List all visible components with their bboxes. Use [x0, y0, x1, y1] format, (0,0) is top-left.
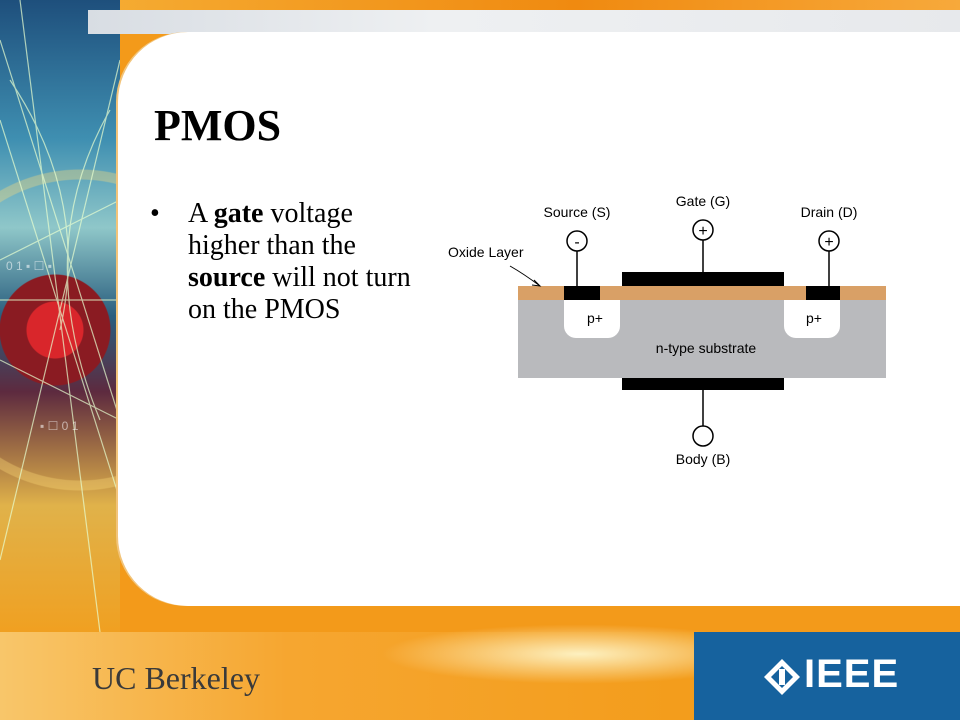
source-p-plus-top — [564, 300, 620, 314]
substrate-label: n-type substrate — [656, 340, 757, 356]
bullet-text-part: A — [188, 198, 214, 229]
svg-text:0 1 ▪ ☐ ▪: 0 1 ▪ ☐ ▪ — [6, 259, 52, 273]
top-band — [88, 10, 960, 34]
bullet-text-part: voltage higher than the — [188, 198, 356, 261]
bullet-text-bold-source: source — [188, 262, 266, 293]
institution-name: UC Berkeley — [92, 660, 260, 696]
body-electrode — [622, 378, 784, 390]
ieee-logo-panel — [694, 632, 960, 720]
bullet-text-part: will not turn on the PMOS — [188, 262, 411, 325]
source-terminal-icon — [566, 230, 588, 252]
drain-region-label: p+ — [806, 310, 822, 326]
source-sign: - — [574, 234, 579, 251]
source-label: Source (S) — [544, 204, 611, 220]
oxide-layer — [518, 286, 886, 300]
gate-electrode — [622, 272, 784, 286]
body-label: Body (B) — [676, 451, 730, 467]
svg-text:▪ ☐ 0 1: ▪ ☐ 0 1 — [40, 419, 79, 433]
body-terminal-icon — [692, 425, 714, 447]
slide-title: PMOS — [154, 101, 282, 150]
gate-sign: + — [698, 223, 707, 240]
gate-label: Gate (G) — [676, 193, 730, 209]
oxide-pointer-arrow — [509, 265, 541, 287]
decorative-left-artwork: 0 1 ▪ ☐ ▪ ▪ ☐ 0 1 — [0, 0, 120, 632]
top-accent-strip — [0, 0, 960, 10]
bullet-text-bold-gate: gate — [213, 198, 264, 229]
pmos-cross-section-diagram: - + + Source (S) Gate (G) Drain (D) Body… — [448, 193, 886, 467]
ieee-logo-text: IEEE — [804, 652, 900, 696]
drain-p-plus-top — [784, 300, 840, 314]
source-contact — [564, 286, 600, 300]
source-region-label: p+ — [587, 310, 603, 326]
drain-sign: + — [824, 234, 833, 251]
arrowhead-icon — [531, 279, 542, 287]
bullet-marker: • — [150, 198, 160, 229]
drain-label: Drain (D) — [801, 204, 858, 220]
bullet-item: • A gate voltage higher than the source … — [150, 198, 420, 326]
bullet-list: • A gate voltage higher than the source … — [150, 198, 420, 326]
oxide-layer-label: Oxide Layer — [448, 244, 524, 260]
drain-contact — [806, 286, 840, 300]
ieee-diamond-icon — [764, 659, 800, 695]
drain-terminal-icon — [818, 230, 840, 252]
gate-terminal-icon — [692, 219, 714, 241]
